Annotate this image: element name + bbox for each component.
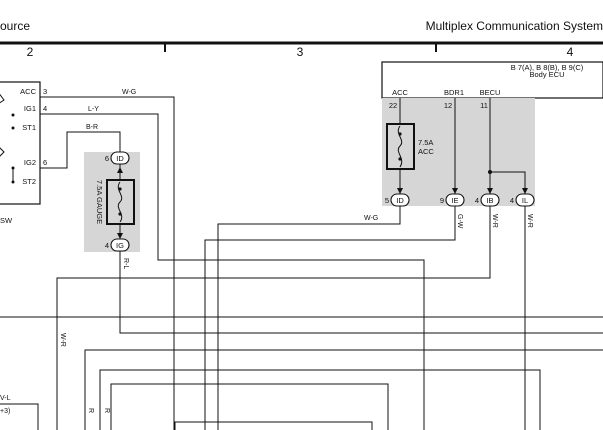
gauge-connector-bottom: IG 4 [105, 238, 130, 252]
acc-fuse-amps: 7.5A [418, 138, 433, 147]
fuse-element-icon [397, 125, 403, 168]
connector-pin: 4 [475, 196, 479, 205]
zone-number: 3 [297, 45, 304, 59]
wire-label: G-W [456, 214, 463, 229]
switch-pin-number: 6 [43, 158, 47, 167]
header-right-title: Multiplex Communication System [426, 19, 603, 33]
zone-number: 2 [27, 45, 34, 59]
arrow-icon [487, 188, 493, 194]
connector-pin: 4 [105, 241, 109, 250]
contact-point [11, 126, 15, 130]
arrow-icon [522, 188, 528, 194]
wire-ie-gw [204, 206, 456, 430]
header-left-title: ource [0, 19, 30, 33]
zone-number: 4 [567, 45, 574, 59]
wire-label: R-L [122, 258, 129, 269]
switch-terminal-label: IG2 [24, 158, 36, 167]
junction-connector-ib: IB 4 [475, 193, 500, 207]
wire-label: W-R [59, 333, 66, 347]
connector-code: IE [451, 196, 458, 205]
ignition-switch: ACC IG1 ST1 IG2 ST2 3 4 6 SW [0, 81, 47, 225]
switch-name: SW [0, 216, 13, 225]
switch-terminal-label: IG1 [24, 104, 36, 113]
connector-code: ID [116, 154, 124, 163]
wire-ecu-wg [217, 206, 401, 430]
connector-pin: 4 [510, 196, 514, 205]
connector-code: IB [486, 196, 493, 205]
acc-fuse-name: ACC [418, 147, 434, 156]
wire-label: W-R [491, 214, 498, 228]
wire-acc-wg [40, 96, 175, 430]
contact-point [11, 113, 15, 117]
wire-label: R [87, 408, 94, 413]
connector-code: ID [396, 196, 404, 205]
switch-terminal-label: ACC [20, 87, 36, 96]
ecu-connector-codes: B 7(A), B 8(B), B 9(C) [511, 63, 584, 72]
wire-label: W-R [526, 214, 533, 228]
connector-pin: 5 [385, 196, 389, 205]
switch-pin-number: 4 [43, 104, 47, 113]
wire-label: W-G [122, 89, 136, 96]
gauge-fuse-label: 7.5A GAUGE [95, 180, 104, 224]
ecu-terminal-label: BECU [480, 88, 501, 97]
gauge-connector-top: ID 6 [105, 151, 130, 165]
junction-connector-id: ID 5 [385, 193, 410, 207]
switch-contact [0, 147, 5, 157]
ecu-title: Body ECU [529, 70, 564, 79]
wire-label: V-L [0, 395, 11, 402]
switch-pin-number: 3 [43, 87, 47, 96]
wire-gauge-rl [119, 251, 603, 334]
junction-connector-il: IL 4 [510, 193, 535, 207]
connector-code: IL [522, 196, 528, 205]
ecu-terminal-label: BDR1 [444, 88, 464, 97]
gauge-fuse-box [84, 152, 140, 252]
arrow-icon [397, 188, 403, 194]
switch-contact [0, 93, 5, 104]
ecu-pin-number: 11 [480, 101, 488, 110]
wire-label: R [103, 408, 110, 413]
wire-label: L-Y [88, 106, 99, 113]
switch-body [0, 81, 41, 205]
switch-terminal-label: ST2 [22, 177, 36, 186]
ecu-pin-number: 12 [444, 101, 452, 110]
switch-terminal-label: ST1 [22, 123, 36, 132]
ecu-pin-number: 22 [389, 101, 397, 110]
ecu-shaded-area [382, 98, 535, 206]
junction-connector-ie: IE 9 [440, 193, 465, 207]
splice-point [488, 170, 492, 174]
wire-ib-wr [56, 206, 491, 430]
wire-st1-br [40, 131, 121, 169]
arrow-icon [452, 188, 458, 194]
connector-pin: 9 [440, 196, 444, 205]
ecu-terminal-label: ACC [392, 88, 408, 97]
connector-code: IG [116, 241, 124, 250]
wire-label: W-G [364, 215, 378, 222]
wire-label: B-R [86, 124, 98, 131]
connector-pin: 6 [105, 154, 109, 163]
arrow-icon [117, 233, 123, 239]
connector-pin: +3) [0, 408, 10, 415]
